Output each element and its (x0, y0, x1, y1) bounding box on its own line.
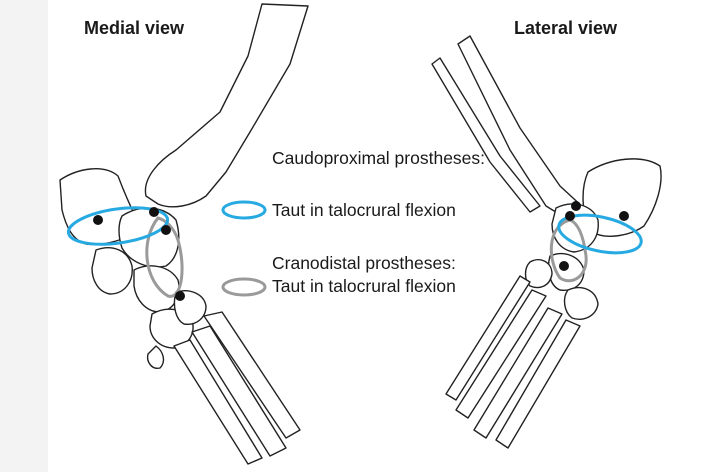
medial-view-drawing (60, 4, 308, 464)
lateral-anchor-2 (619, 211, 629, 221)
medial-fourth-tarsal (134, 266, 179, 312)
legend-caudoproximal-description: Taut in talocrural flexion (272, 200, 456, 221)
legend-blue-loop-symbol (223, 202, 265, 218)
legend-cranodistal-title: Cranodistal prostheses: (272, 253, 456, 274)
lateral-tarsal-1 (548, 254, 584, 291)
legend-cranodistal-description: Taut in talocrural flexion (272, 276, 456, 297)
medial-metatarsal-4 (148, 346, 164, 368)
medial-anchor-3 (161, 225, 171, 235)
lateral-tarsal-2 (565, 288, 598, 320)
legend-caudoproximal-title: Caudoproximal prostheses: (272, 148, 512, 169)
lateral-anchor-1 (571, 201, 581, 211)
medial-view-title: Medial view (84, 18, 184, 39)
medial-anchor-4 (175, 291, 185, 301)
medial-anchor-2 (149, 207, 159, 217)
lateral-anchor-4 (559, 261, 569, 271)
legend-grey-loop-symbol (223, 279, 265, 295)
lateral-view-drawing (432, 36, 661, 448)
medial-central-tarsal (92, 248, 132, 294)
lateral-view-title: Lateral view (514, 18, 617, 39)
lateral-anchor-3 (565, 211, 575, 221)
medial-anchor-1 (93, 215, 103, 225)
